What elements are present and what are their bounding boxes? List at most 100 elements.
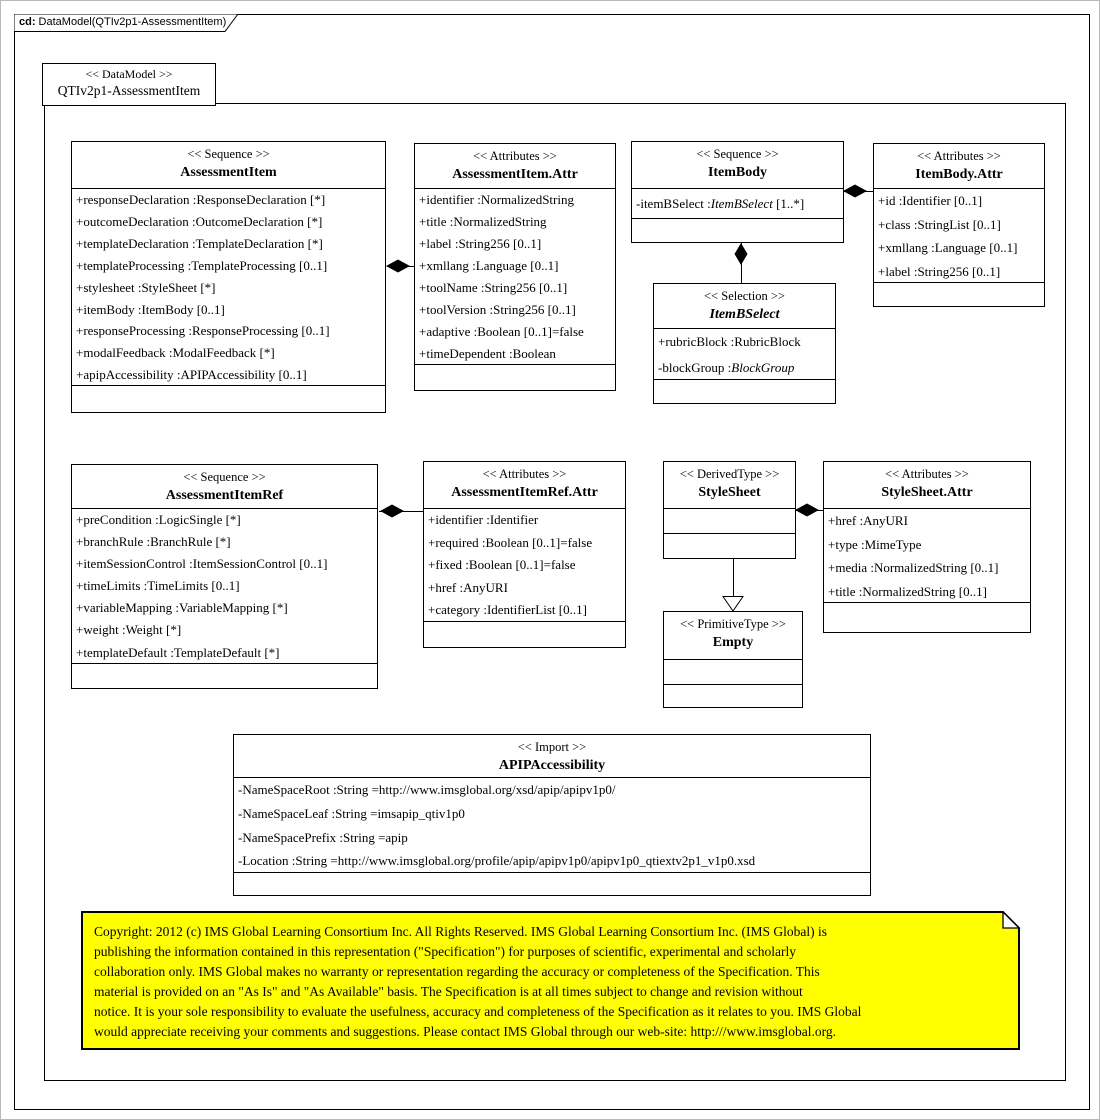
attr-row: +label :String256 [0..1] [419, 236, 542, 251]
copyright-line: would appreciate receiving your comments… [94, 1024, 836, 1039]
class-header: << Sequence >> ItemBody [632, 142, 843, 189]
class-header: << Attributes >> ItemBody.Attr [874, 144, 1044, 189]
attributes-compartment: +id :Identifier [0..1] +class :StringLis… [874, 189, 1044, 283]
class-header: << Import >> APIPAccessibility [234, 735, 870, 778]
attr-row: +category :IdentifierList [0..1] [428, 602, 587, 618]
empty-compartment [664, 534, 795, 558]
copyright-line: material is provided on an "As Is" and "… [94, 984, 803, 999]
tab-title: cd: DataModel(QTIv2p1-AssessmentItem) [19, 16, 226, 28]
class-stereotype: << Attributes >> [917, 149, 1001, 163]
composition-diamond-icon [795, 503, 819, 517]
frame-name: QTIv2p1-AssessmentItem [57, 83, 201, 98]
attr-text: -blockGroup : [658, 359, 732, 375]
class-header: << Attributes >> AssessmentItem.Attr [415, 144, 615, 189]
class-name: StyleSheet [698, 485, 761, 500]
attr-row: +templateDefault :TemplateDefault [*] [76, 644, 280, 660]
class-box-itembselect: << Selection >> ItemBSelect +rubricBlock… [653, 283, 836, 404]
datamodel-frame [44, 103, 1066, 1081]
empty-compartment [654, 380, 835, 403]
frame-label: << DataModel >> QTIv2p1-AssessmentItem [42, 63, 216, 106]
empty-compartment [664, 509, 795, 534]
class-box-apipaccessibility: << Import >> APIPAccessibility -NameSpac… [233, 734, 871, 896]
empty-compartment [415, 365, 615, 390]
attributes-compartment: +href :AnyURI +type :MimeType +media :No… [824, 509, 1030, 603]
class-stereotype: << Attributes >> [885, 467, 969, 481]
class-name: ItemBody.Attr [915, 167, 1003, 182]
diagram-outer-border [14, 14, 1090, 1110]
class-name: AssessmentItem.Attr [452, 167, 578, 182]
class-name: APIPAccessibility [498, 758, 606, 773]
attr-row: +preCondition :LogicSingle [*] [76, 512, 241, 527]
attr-row: +href :AnyURI [428, 579, 508, 595]
empty-compartment [824, 603, 1030, 632]
class-box-empty: << PrimitiveType >> Empty [663, 611, 803, 708]
class-header: << Sequence >> AssessmentItem [72, 142, 385, 189]
empty-compartment [72, 664, 377, 688]
composition-diamond-icon [843, 184, 867, 198]
class-box-stylesheet-attr: << Attributes >> StyleSheet.Attr +href :… [823, 461, 1031, 633]
composition-diamond-icon [380, 504, 404, 518]
tab-prefix: cd: [19, 16, 36, 28]
composition-diamond-icon [386, 259, 410, 273]
generalization-link-stylesheet-empty [733, 559, 734, 598]
class-stereotype: << PrimitiveType >> [680, 617, 786, 631]
class-box-itembody-attr: << Attributes >> ItemBody.Attr +id :Iden… [873, 143, 1045, 307]
class-stereotype: << Attributes >> [482, 467, 567, 481]
note-fold-icon [1002, 911, 1021, 929]
copyright-line: collaboration only. IMS Global makes no … [94, 964, 820, 979]
class-stereotype: << DerivedType >> [679, 467, 780, 481]
attributes-compartment: -itemBSelect :ItemBSelect [1..*] [632, 189, 843, 219]
attr-row: -NameSpaceLeaf :String =imsapip_qtiv1p0 [238, 805, 465, 821]
diagram-tab: cd: DataModel(QTIv2p1-AssessmentItem) [14, 14, 254, 32]
attributes-compartment: +responseDeclaration :ResponseDeclaratio… [72, 189, 385, 386]
attr-row: +variableMapping :VariableMapping [*] [76, 600, 288, 616]
class-name: AssessmentItemRef [165, 488, 284, 503]
attributes-compartment: -NameSpaceRoot :String =http://www.imsgl… [234, 778, 870, 873]
tab-shape-icon [14, 14, 239, 32]
attr-row: +templateDeclaration :TemplateDeclaratio… [76, 235, 323, 251]
attr-row: +responseProcessing :ResponseProcessing … [76, 323, 330, 339]
attr-row: +timeLimits :TimeLimits [0..1] [76, 578, 240, 594]
attr-row: +toolVersion :String256 [0..1] [419, 302, 576, 317]
attr-row: +responseDeclaration :ResponseDeclaratio… [76, 192, 326, 207]
attr-row: +outcomeDeclaration :OutcomeDeclaration … [76, 213, 323, 229]
attr-row: +id :Identifier [0..1] [878, 193, 983, 208]
attr-row: -NameSpacePrefix :String =apip [238, 829, 408, 845]
copyright-note: Copyright: 2012 (c) IMS Global Learning … [81, 911, 1021, 1051]
class-header: << Attributes >> StyleSheet.Attr [824, 462, 1030, 509]
class-stereotype: << Sequence >> [696, 147, 779, 161]
frame-stereotype: << DataModel >> [85, 67, 173, 81]
attr-row: -Location :String =http://www.imsglobal.… [238, 853, 756, 869]
empty-compartment [72, 386, 385, 412]
attr-row: +title :NormalizedString [0..1] [828, 583, 987, 599]
class-stereotype: << Attributes >> [473, 149, 557, 163]
empty-compartment [234, 873, 870, 895]
class-name: ItemBody [707, 165, 768, 180]
empty-compartment [424, 622, 625, 647]
class-box-itembody: << Sequence >> ItemBody -itemBSelect :It… [631, 141, 844, 243]
empty-compartment [632, 219, 843, 242]
attr-row: +weight :Weight [*] [76, 622, 182, 638]
class-header: << Sequence >> AssessmentItemRef [72, 465, 377, 509]
attr-row: -NameSpaceRoot :String =http://www.imsgl… [238, 782, 616, 797]
attr-row: +timeDependent :Boolean [419, 346, 556, 361]
class-stereotype: << Import >> [517, 740, 587, 754]
note-shape-icon [81, 911, 1021, 1050]
attr-text: -itemBSelect : [636, 196, 711, 211]
empty-compartment [664, 685, 802, 707]
class-header: << Attributes >> AssessmentItemRef.Attr [424, 462, 625, 509]
attributes-compartment: +preCondition :LogicSingle [*] +branchRu… [72, 509, 377, 664]
attr-row: +stylesheet :StyleSheet [*] [76, 279, 216, 295]
class-header: << PrimitiveType >> Empty [664, 612, 802, 660]
attr-row: +xmllang :Language [0..1] [878, 240, 1018, 255]
class-stereotype: << Sequence >> [183, 470, 266, 484]
class-header: << Selection >> ItemBSelect [654, 284, 835, 329]
attributes-compartment: +rubricBlock :RubricBlock -blockGroup :B… [654, 329, 835, 380]
class-name: AssessmentItem [180, 165, 277, 180]
attr-row: +itemBody :ItemBody [0..1] [76, 301, 225, 317]
attr-row: +type :MimeType [828, 536, 922, 552]
copyright-text: Copyright: 2012 (c) IMS Global Learning … [94, 922, 1006, 1042]
attr-row: +branchRule :BranchRule [*] [76, 534, 231, 550]
tab-title-text: DataModel(QTIv2p1-AssessmentItem) [35, 16, 227, 28]
